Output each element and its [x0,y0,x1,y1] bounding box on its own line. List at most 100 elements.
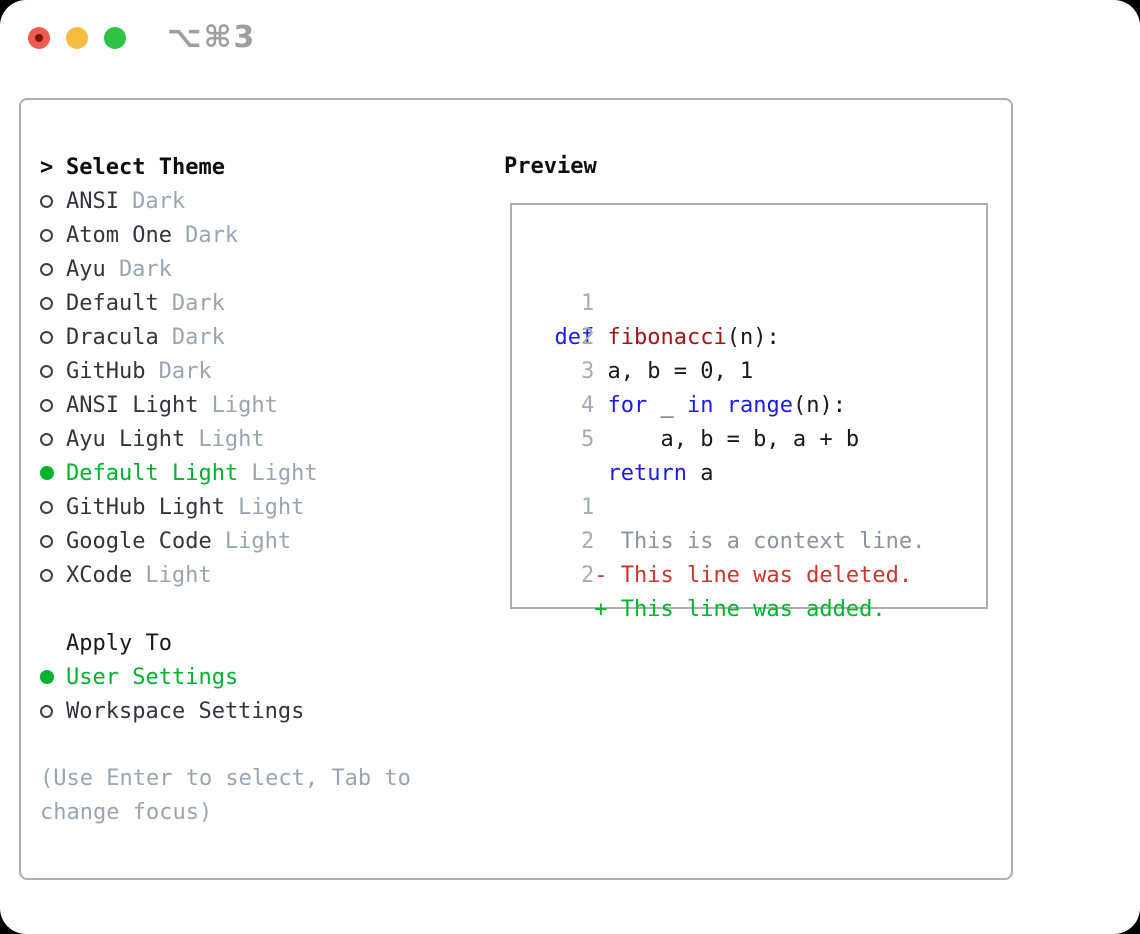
code-segment: This is a context line. [554,529,926,554]
theme-variant: Dark [171,324,225,350]
section-spacer [40,728,460,762]
theme-name: Default Light [66,460,239,486]
theme-name: Dracula [66,324,159,350]
select-theme-header: Select Theme [66,154,225,180]
line-number: 1 [580,495,608,520]
code-segment: (n): [726,325,780,350]
radio-icon [40,330,53,344]
theme-item[interactable]: GitHub Light Light [40,490,460,524]
window-title: ⌥⌘3 [167,20,257,55]
radio-icon [40,398,53,412]
theme-item[interactable]: Atom One Dark [40,218,460,252]
theme-item[interactable]: GitHub Dark [40,354,460,388]
apply-to-header-row: Apply To [40,626,460,660]
code-segment: fibonacci [607,325,727,350]
line-number: 5 [580,427,608,452]
titlebar [28,27,126,49]
line-number: 2 [580,325,608,350]
theme-item[interactable]: Default Light Light [40,456,460,490]
line-number: 2 [580,563,608,588]
code-line: 5 return a [528,389,986,486]
radio-icon [40,364,53,378]
code-line: 4 a, b = b, a + b [528,355,986,452]
close-button[interactable] [28,27,50,49]
focus-prompt-icon: > [40,154,54,180]
code-segment: _ [647,393,687,418]
code-line: 3 for _ in range(n): [528,321,986,418]
theme-name: Atom One [66,222,172,248]
theme-item[interactable]: ANSI Dark [40,184,460,218]
code-segment: for [607,393,648,418]
theme-item[interactable]: ANSI Light Light [40,388,460,422]
theme-name: Google Code [66,528,212,554]
theme-name: GitHub Light [66,494,225,520]
radio-icon [40,704,53,718]
code-segment: a, b = b, a + b [554,427,860,452]
radio-icon [40,194,53,208]
theme-variant: Dark [118,256,172,282]
theme-item[interactable]: Default Dark [40,286,460,320]
code-segment: return [607,461,687,486]
code-segment [713,393,726,418]
code-segment: a [686,461,714,486]
theme-variant: Light [238,494,305,520]
code-segment: range [726,393,793,418]
radio-icon [40,534,53,548]
theme-name: Ayu Light [66,426,186,452]
theme-item[interactable]: XCode Light [40,558,460,592]
theme-name: XCode [66,562,133,588]
line-number: 1 [580,291,608,316]
select-theme-header-row: > Select Theme [40,150,460,184]
theme-variant: Light [211,392,278,418]
radio-icon [40,262,53,276]
apply-to-list: User Settings Workspace Settings [40,660,460,728]
radio-icon [40,568,53,582]
theme-picker-panel: > Select Theme ANSI Dark Atom One Dark A… [19,98,1013,880]
theme-variant: Light [198,426,265,452]
theme-item[interactable]: Ayu Dark [40,252,460,286]
theme-name: ANSI [66,188,119,214]
theme-name: Ayu [66,256,106,282]
theme-item[interactable]: Google Code Light [40,524,460,558]
line-number: 2 [580,529,608,554]
code-line: 2 - This line was deleted. [528,491,986,588]
theme-variant: Light [251,460,318,486]
code-segment: (n): [792,393,846,418]
apply-option[interactable]: User Settings [40,660,460,694]
theme-variant: Light [224,528,292,554]
code-line: 1 This is a context line. [528,457,986,554]
minimize-button[interactable] [66,27,88,49]
section-spacer [40,592,460,626]
code-segment: + This line was added. [554,597,886,622]
radio-icon [40,670,54,684]
theme-variant: Dark [158,358,212,384]
code-segment: in [686,393,714,418]
theme-name: Default [66,290,159,316]
code-line: 2 a, b = 0, 1 [528,287,986,384]
theme-name: ANSI Light [66,392,199,418]
code-line: 1 def fibonacci(n): [528,253,986,350]
apply-option-label: User Settings [66,664,239,690]
theme-item[interactable]: Dracula Dark [40,320,460,354]
theme-variant: Dark [185,222,239,248]
line-number: 3 [580,359,608,384]
zoom-button[interactable] [104,27,126,49]
theme-name: GitHub [66,358,146,384]
apply-option[interactable]: Workspace Settings [40,694,460,728]
theme-variant: Dark [171,290,225,316]
apply-to-header: Apply To [66,630,172,656]
theme-variant: Light [145,562,212,588]
preview-box: 1 def fibonacci(n): 2 a, b = 0, 1 3 for … [510,203,988,622]
help-text: (Use Enter to select, Tab to change focu… [40,766,411,825]
theme-picker-column: > Select Theme ANSI Dark Atom One Dark A… [40,150,460,830]
radio-icon [40,432,53,446]
radio-icon [40,228,53,242]
radio-icon [40,500,53,514]
line-number: 4 [580,393,608,418]
theme-item[interactable]: Ayu Light Light [40,422,460,456]
code-line: 2 + This line was added. [528,525,986,622]
theme-list: ANSI Dark Atom One Dark Ayu Dark Default… [40,184,460,592]
preview-header: Preview [504,154,597,179]
apply-option-label: Workspace Settings [66,698,305,724]
